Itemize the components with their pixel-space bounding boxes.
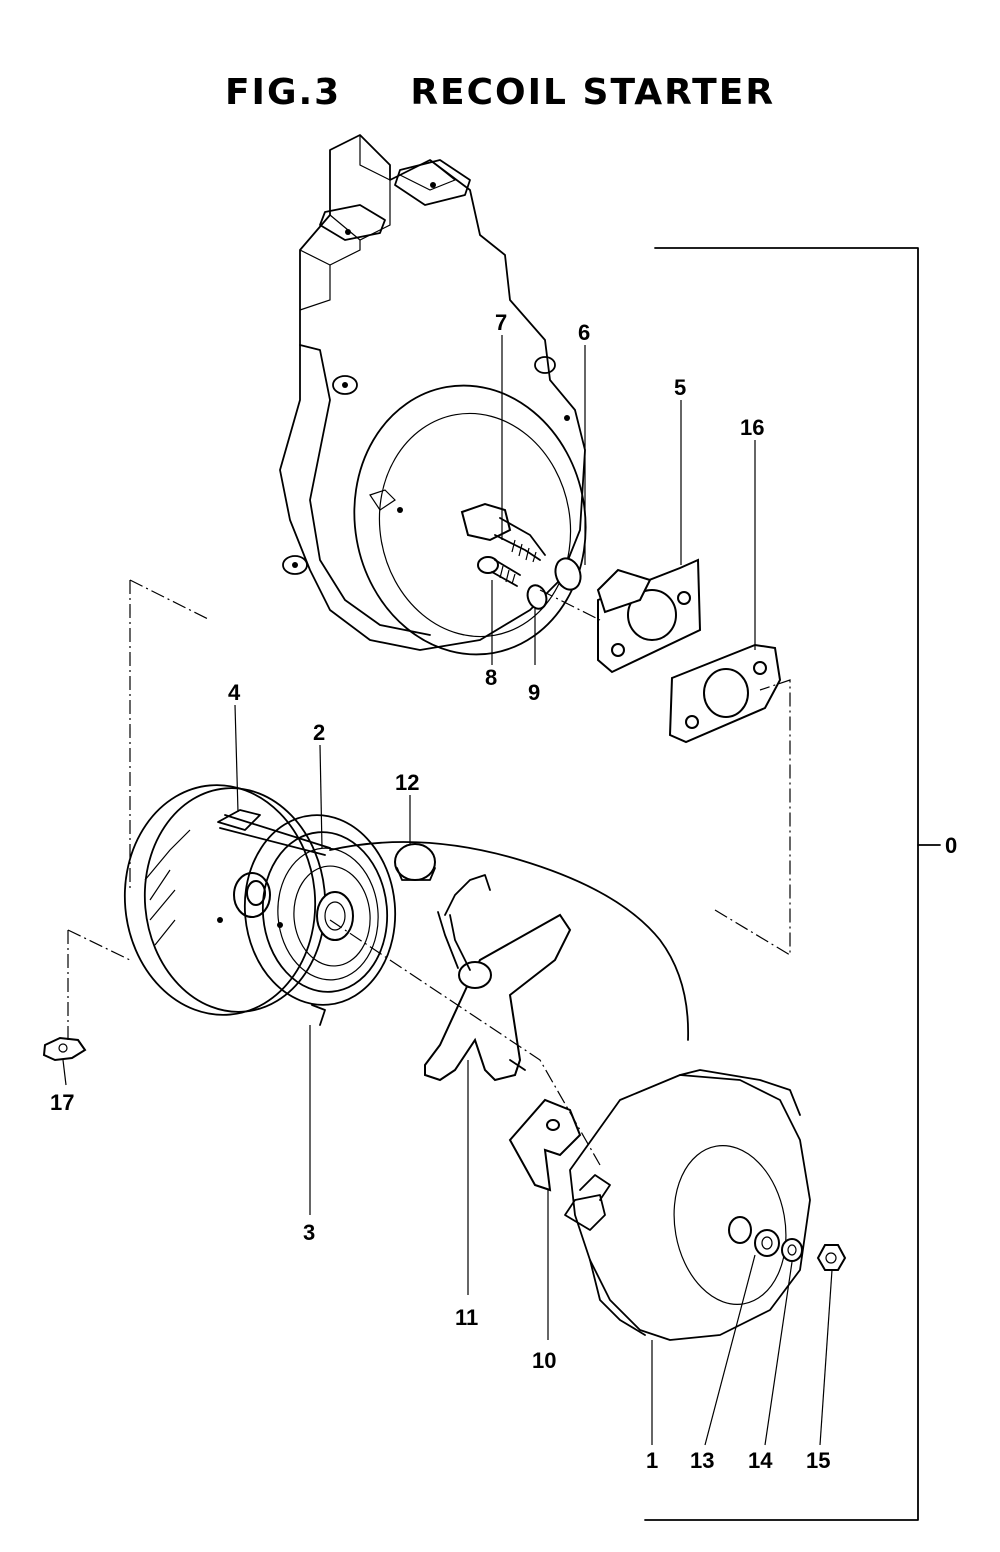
callout-3: 3 (303, 1220, 315, 1245)
recoil-spring (243, 814, 397, 1026)
callout-8: 8 (485, 665, 497, 690)
figure-name: RECOIL STARTER (410, 72, 776, 113)
assembly-lines (67, 579, 791, 1166)
callout-9: 9 (528, 680, 540, 705)
stud-bolt (460, 502, 546, 563)
washer (526, 584, 548, 610)
callout-12: 12 (395, 770, 419, 795)
assembly-bracket (644, 247, 941, 1521)
rope-pulley (123, 784, 331, 1016)
callout-17: 17 (50, 1090, 74, 1115)
callout-0: 0 (945, 833, 957, 858)
callout-5: 5 (674, 375, 686, 400)
callout-14: 14 (748, 1448, 773, 1473)
figure-title: FIG.3 RECOIL STARTER (0, 72, 1000, 113)
callout-10: 10 (532, 1348, 556, 1373)
leader-lines (62, 335, 833, 1446)
callout-16: 16 (740, 415, 764, 440)
spring-washer (781, 1238, 803, 1262)
washer (554, 557, 582, 591)
starter-rope (329, 841, 689, 1041)
callout-1: 1 (646, 1448, 658, 1473)
callout-labels: 0 1 2 3 4 5 6 7 8 9 10 11 12 13 14 15 16… (50, 310, 957, 1473)
starter-case (564, 1069, 811, 1341)
retainer-clip (42, 1036, 87, 1062)
figure-number: FIG.3 (224, 72, 342, 113)
washer (754, 1229, 780, 1257)
callout-6: 6 (578, 320, 590, 345)
bolt (477, 556, 521, 587)
starter-bracket (596, 558, 702, 674)
gasket (668, 643, 782, 744)
cap-plug (394, 843, 436, 881)
callout-7: 7 (495, 310, 507, 335)
rope-guide (508, 1098, 582, 1192)
callout-13: 13 (690, 1448, 714, 1473)
starter-handle (424, 874, 572, 1082)
hex-nut (816, 1244, 847, 1271)
callout-4: 4 (228, 680, 241, 705)
callout-2: 2 (313, 720, 325, 745)
callout-11: 11 (455, 1305, 478, 1330)
callout-15: 15 (806, 1448, 830, 1473)
fan-housing (279, 134, 587, 656)
